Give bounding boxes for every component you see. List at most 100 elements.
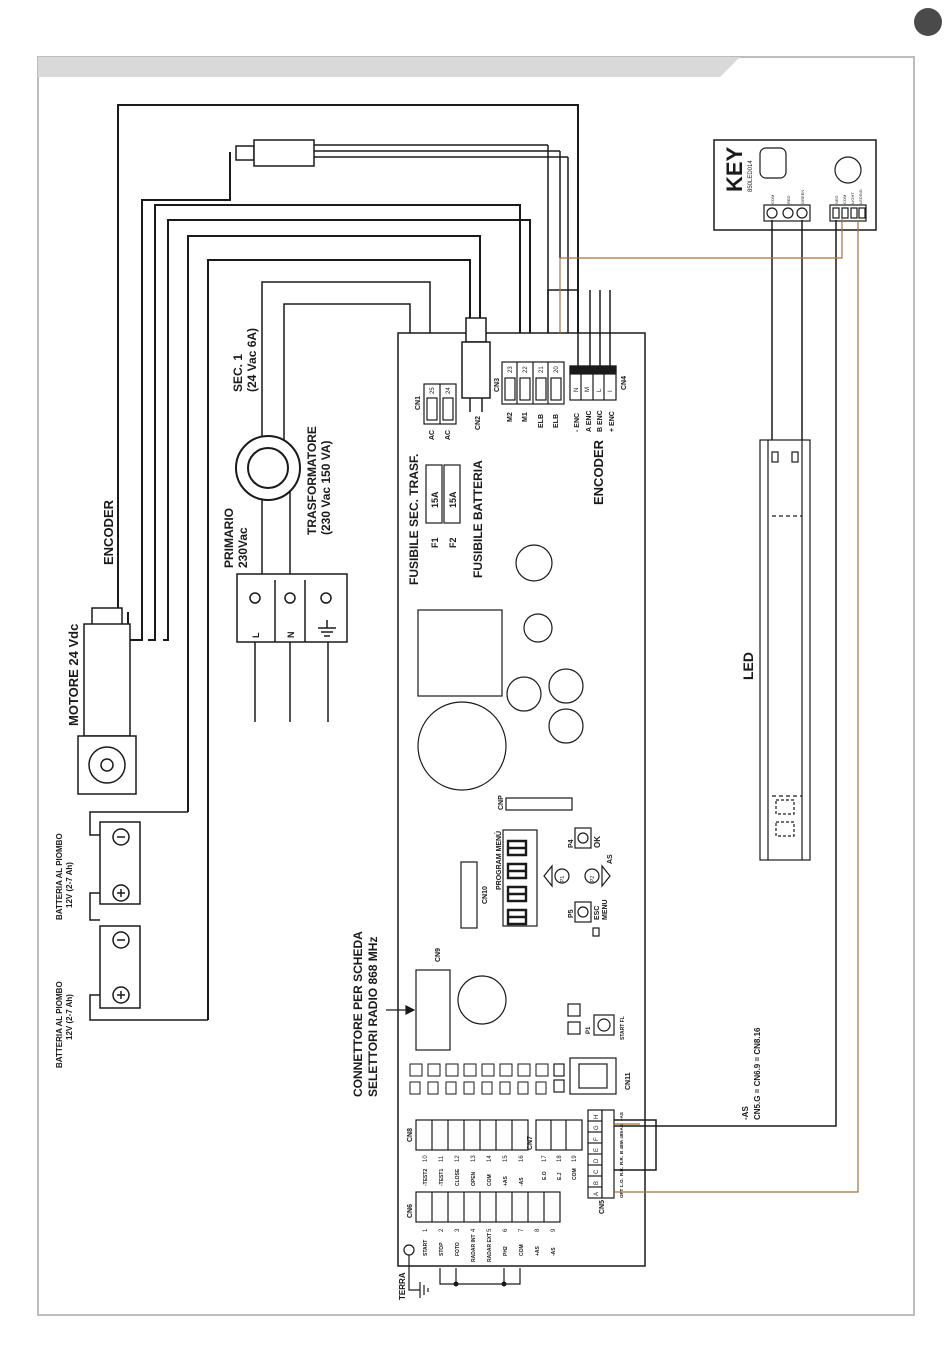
junction-dot — [501, 1281, 507, 1287]
key-model: 850LED014 — [748, 160, 754, 192]
cn6-terminals — [403, 1191, 561, 1256]
svg-text:5: 5 — [487, 1228, 493, 1232]
p1-label: P1 — [586, 1026, 592, 1034]
svg-text:F: F — [594, 1137, 600, 1141]
encoder-sensor — [235, 139, 569, 333]
p4-label: P4 — [568, 839, 575, 848]
as-note-2: CN5.G = CN6.9 = CN8.16 — [753, 1027, 762, 1120]
svg-text:CLOSE: CLOSE — [455, 1168, 461, 1186]
svg-text:18: 18 — [557, 1155, 563, 1162]
cn11-label: CN11 — [625, 1072, 632, 1090]
fuse-f1-value: 15A — [430, 491, 440, 508]
svg-text:H: H — [594, 1115, 600, 1119]
brown-wiring — [559, 218, 859, 1193]
svg-text:COM: COM — [487, 1174, 493, 1186]
ok-label: OK — [593, 836, 602, 848]
svg-text:1: 1 — [423, 1228, 429, 1232]
cn3-pin-20: 20 — [554, 366, 560, 373]
cn4-pin-i: I — [608, 390, 614, 392]
svg-text:COM: COM — [770, 195, 775, 204]
key-brand: KEY — [722, 146, 747, 192]
fuse-holders — [425, 464, 461, 524]
cn1-label: CN1 — [415, 396, 422, 410]
led-row — [409, 1063, 549, 1095]
as-wiring — [614, 220, 837, 1171]
fuse-f2-value: 15A — [448, 491, 458, 508]
led-strip — [759, 439, 811, 861]
ground-wiring — [408, 1255, 521, 1298]
svg-text:STOP: STOP — [439, 1242, 445, 1256]
primario-label: PRIMARIO — [222, 508, 236, 568]
menu-arrows — [543, 864, 611, 888]
cn2-connector — [461, 317, 491, 412]
battery-1 — [99, 821, 141, 905]
svg-text:15: 15 — [503, 1155, 509, 1162]
svg-text:9: 9 — [551, 1228, 557, 1232]
fuse-f2-label: F2 — [448, 537, 458, 548]
cn3-connector — [501, 361, 565, 405]
primario-voltage: 230Vac — [236, 527, 250, 568]
svg-text:-TEST1: -TEST1 — [439, 1169, 445, 1186]
svg-text:LIGHT: LIGHT — [850, 192, 855, 204]
cn4-pin-l: L — [597, 388, 603, 392]
cn1-connector — [423, 383, 457, 425]
battery-2-title: BATTERIA AL PIOMBO — [55, 981, 64, 1068]
terminal-n: N — [286, 632, 296, 639]
cn4-pin-m: M — [585, 387, 591, 392]
sec1-spec: (24 Vac 6A) — [245, 328, 259, 392]
svg-text:RADAR EXT: RADAR EXT — [487, 1233, 493, 1262]
cn3-label-elb2: ELB — [553, 414, 560, 428]
svg-text:FOTO: FOTO — [455, 1242, 461, 1256]
svg-text:8: 8 — [535, 1228, 541, 1232]
cn7-pin-numbers: 17 18 19 — [542, 1155, 578, 1162]
svg-text:4: 4 — [471, 1228, 477, 1232]
svg-text:+AS: +AS — [503, 1175, 509, 1186]
cn6-label: CN6 — [407, 1204, 414, 1218]
battery-1-spec: 12V (2-7 Ah) — [65, 862, 74, 908]
svg-text:START: START — [423, 1240, 429, 1256]
svg-text:7: 7 — [519, 1228, 525, 1232]
fuse-sec-label: FUSIBILE SEC. TRASF. — [407, 454, 421, 585]
svg-text:LEDING: LEDING — [858, 189, 863, 204]
svg-text:R.R.: R.R. — [619, 1156, 624, 1165]
svg-text:+AS: +AS — [619, 1112, 624, 1121]
cn4-label: CN4 — [621, 376, 628, 390]
svg-text:2: 2 — [439, 1228, 445, 1232]
svg-text:12: 12 — [455, 1155, 461, 1162]
cn1-pin-25: 25 — [430, 387, 436, 394]
svg-text:R.R.: R.R. — [619, 1167, 624, 1176]
svg-text:3: 3 — [455, 1228, 461, 1232]
svg-text:-AS: -AS — [519, 1177, 525, 1186]
p1-arrow-label: P1 — [560, 876, 566, 882]
svg-text:11: 11 — [439, 1155, 445, 1162]
svg-text:OPEN: OPEN — [471, 1171, 477, 1186]
svg-text:+AS: +AS — [535, 1245, 541, 1256]
led-strip-wires — [771, 220, 803, 440]
svg-text:-AS: -AS — [551, 1247, 557, 1256]
transformer-toroid — [235, 435, 301, 501]
cn3-label-elb1: ELB — [538, 414, 545, 428]
svg-text:A: A — [594, 1192, 600, 1196]
p2-arrow-label: P2 — [590, 876, 596, 882]
svg-text:E.J: E.J — [557, 1172, 563, 1180]
cn9-label: CN9 — [435, 948, 442, 962]
cn6-pin-labels: START STOP FOTO RADAR INT RADAR EXT PH2 … — [423, 1233, 557, 1262]
battery-2-spec: 12V (2-7 Ah) — [65, 994, 74, 1040]
cn5-terminals — [587, 1109, 615, 1199]
cn7-pin-labels: E.O E.J COM — [542, 1168, 578, 1180]
junction-dot — [453, 1281, 459, 1287]
terra-label: TERRA — [398, 1272, 407, 1300]
svg-text:14: 14 — [487, 1155, 493, 1162]
cn4-pin-n: N — [574, 388, 580, 392]
seven-segment-display — [506, 839, 528, 926]
cn1-label-ac1: AC — [429, 430, 436, 440]
cn3-pin-21: 21 — [539, 366, 545, 373]
radio-label-1: CONNETTORE PER SCHEDA — [351, 931, 365, 1097]
program-menu-label: PROGRAM MENÚ — [494, 831, 503, 890]
svg-text:RADAR INT: RADAR INT — [471, 1235, 477, 1263]
cn8-pin-labels: -TEST2 -TEST1 CLOSE OPEN COM +AS -AS — [423, 1168, 525, 1186]
transformer-wires — [254, 281, 431, 722]
svg-text:RED: RED — [786, 195, 791, 204]
sec1-label: SEC. 1 — [231, 354, 245, 392]
cnp-label: CNP — [498, 795, 505, 810]
